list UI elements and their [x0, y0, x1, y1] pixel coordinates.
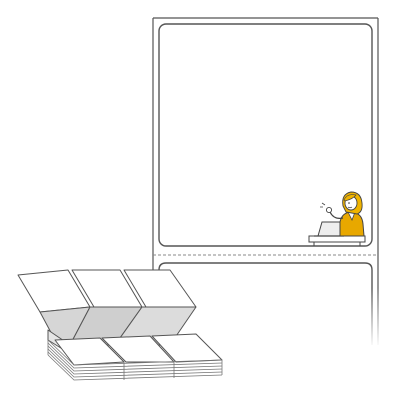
label-card-next [158, 262, 373, 345]
operator-with-laptop-icon [308, 191, 366, 246]
fanfold-stack-edges [47, 339, 223, 381]
label-card-main [158, 23, 373, 247]
fanfold-bottom-panel [54, 333, 223, 366]
fanfold-top-panel [17, 269, 197, 313]
fanfold-stack [17, 269, 223, 381]
